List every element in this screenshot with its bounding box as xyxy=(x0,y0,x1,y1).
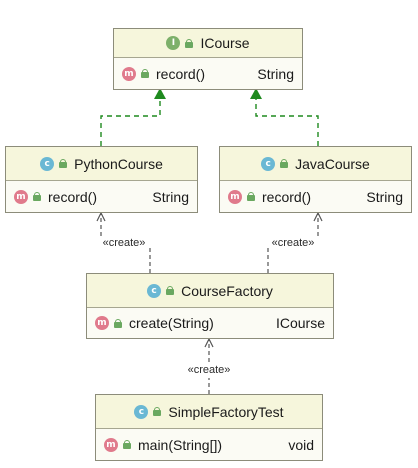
class-name: ICourse xyxy=(200,35,250,51)
dependency-arrowhead-icon xyxy=(96,211,106,222)
method-icon: m xyxy=(228,189,242,204)
static-method-icon: m xyxy=(104,437,118,452)
method-signature: record() xyxy=(48,188,98,205)
public-visibility-icon xyxy=(114,318,122,328)
method-row[interactable]: m main(String[]) void xyxy=(96,429,322,460)
runnable-class-icon: c xyxy=(134,404,149,419)
class-name: CourseFactory xyxy=(181,282,273,299)
create-label: «create» xyxy=(272,237,315,249)
dependency-factory-to-python xyxy=(96,211,151,273)
public-visibility-icon xyxy=(141,69,149,78)
method-signature: create(String) xyxy=(129,315,214,331)
class-header: c CourseFactory xyxy=(87,274,333,308)
class-name: JavaCourse xyxy=(295,155,370,172)
interface-icourse[interactable]: I ICourse m record() String xyxy=(113,28,303,90)
class-header: c SimpleFactoryTest xyxy=(96,395,322,429)
method-row[interactable]: m record() String xyxy=(114,58,302,89)
create-label: «create» xyxy=(103,237,146,249)
class-icon: c xyxy=(147,283,162,298)
realization-arrowhead-icon xyxy=(154,88,166,99)
method-signature: record() xyxy=(156,65,206,82)
method-row[interactable]: m record() String xyxy=(6,181,197,212)
class-python-course[interactable]: c PythonCourse m record() String xyxy=(5,146,198,213)
class-header: I ICourse xyxy=(114,29,302,58)
method-return-type: String xyxy=(366,188,403,205)
public-visibility-icon xyxy=(166,286,175,295)
class-simple-factory-test[interactable]: c SimpleFactoryTest m main(String[]) voi… xyxy=(95,394,323,461)
class-java-course[interactable]: c JavaCourse m record() String xyxy=(219,146,412,213)
class-icon: c xyxy=(40,156,55,171)
method-icon: m xyxy=(95,316,109,330)
method-icon: m xyxy=(122,66,136,81)
interface-icon: I xyxy=(166,36,181,50)
create-label: «create» xyxy=(188,364,231,376)
public-visibility-icon xyxy=(153,407,162,416)
dependency-arrowhead-icon xyxy=(313,211,323,222)
realization-java-to-icourse xyxy=(250,88,319,146)
realization-arrowhead-icon xyxy=(250,88,262,99)
class-icon: c xyxy=(261,156,276,171)
method-return-type: String xyxy=(257,65,294,82)
class-name: SimpleFactoryTest xyxy=(168,403,284,420)
public-visibility-icon xyxy=(33,192,41,201)
dependency-arrowhead-icon xyxy=(204,337,214,348)
method-signature: main(String[]) xyxy=(138,436,223,453)
class-header: c PythonCourse xyxy=(6,147,197,181)
realization-python-to-icourse xyxy=(100,88,166,146)
dependency-test-to-factory xyxy=(204,337,214,394)
class-header: c JavaCourse xyxy=(220,147,411,181)
public-visibility-icon xyxy=(247,192,255,201)
dependency-factory-to-java xyxy=(267,211,323,273)
method-signature: record() xyxy=(262,188,312,205)
method-return-type: String xyxy=(152,188,189,205)
method-return-type: ICourse xyxy=(275,315,325,331)
class-course-factory[interactable]: c CourseFactory m create(String) ICourse xyxy=(86,273,334,339)
public-visibility-icon xyxy=(123,440,131,449)
public-visibility-icon xyxy=(185,38,194,48)
method-row[interactable]: m record() String xyxy=(220,181,411,212)
method-row[interactable]: m create(String) ICourse xyxy=(87,308,333,338)
method-icon: m xyxy=(14,189,28,204)
public-visibility-icon xyxy=(280,159,289,168)
method-return-type: void xyxy=(288,436,314,453)
public-visibility-icon xyxy=(59,159,68,168)
class-name: PythonCourse xyxy=(74,155,163,172)
